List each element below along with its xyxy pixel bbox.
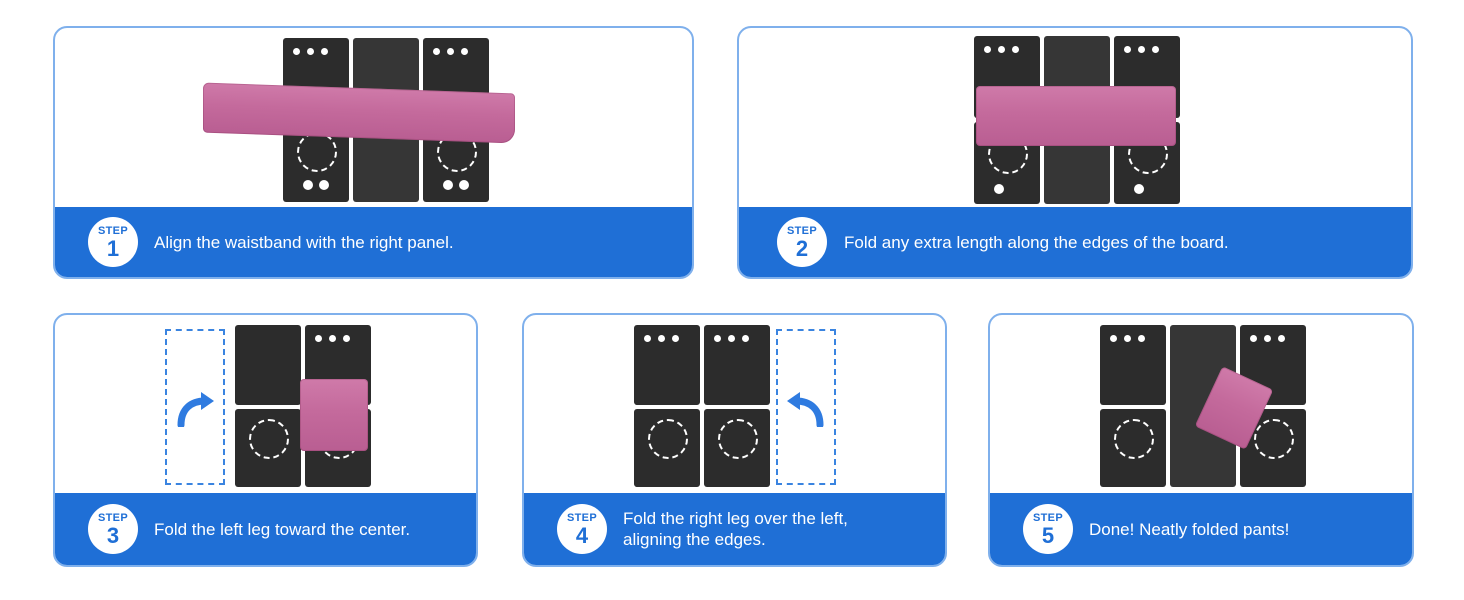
sun-cutout <box>1254 419 1294 459</box>
sun-cutout <box>249 419 289 459</box>
board-panel-left-bottom <box>235 409 301 487</box>
board-hole <box>1264 335 1271 342</box>
board-hole <box>303 180 313 190</box>
folding-board <box>634 325 770 487</box>
step-card-2: STEP 2 Fold any extra length along the e… <box>737 26 1413 279</box>
step-caption-bar: STEP 3 Fold the left leg toward the cent… <box>55 493 476 565</box>
step-2-illustration <box>739 28 1411 211</box>
board-hole <box>433 48 440 55</box>
board-hole <box>644 335 651 342</box>
pants <box>976 86 1176 146</box>
step-caption-bar: STEP 1 Align the waistband with the righ… <box>55 207 692 277</box>
board-hole <box>714 335 721 342</box>
board-hole <box>658 335 665 342</box>
board-hole <box>742 335 749 342</box>
board-panel-left-bottom <box>1100 409 1166 487</box>
board-hole <box>343 335 350 342</box>
sun-cutout <box>718 419 758 459</box>
board-panel-left-bottom <box>634 409 700 487</box>
board-hole <box>321 48 328 55</box>
board-hole <box>1138 46 1145 53</box>
board-hole <box>1250 335 1257 342</box>
step-word: STEP <box>98 225 128 237</box>
board-hole <box>1110 335 1117 342</box>
board-panel-right-bottom <box>1240 409 1306 487</box>
board-hole <box>1278 335 1285 342</box>
step-badge: STEP 2 <box>777 217 827 267</box>
step-card-5: STEP 5 Done! Neatly folded pants! <box>988 313 1414 567</box>
board-hole <box>728 335 735 342</box>
board-hole <box>315 335 322 342</box>
step-instruction: Done! Neatly folded pants! <box>1089 519 1290 539</box>
step-card-3: STEP 3 Fold the left leg toward the cent… <box>53 313 478 567</box>
board-hole <box>447 48 454 55</box>
step-4-illustration <box>524 315 945 497</box>
fold-guide-outline <box>776 329 836 485</box>
board-hole <box>293 48 300 55</box>
board-hole <box>998 46 1005 53</box>
step-word: STEP <box>98 512 128 524</box>
step-card-1: STEP 1 Align the waistband with the righ… <box>53 26 694 279</box>
step-1-illustration <box>55 28 692 211</box>
board-hole <box>1124 46 1131 53</box>
step-number: 2 <box>795 236 809 261</box>
board-hole <box>1012 46 1019 53</box>
board-hole <box>307 48 314 55</box>
step-instruction: Fold the right leg over the left, aligni… <box>623 509 848 549</box>
board-hole <box>1134 184 1144 194</box>
board-hole <box>1152 46 1159 53</box>
board-panel-right-bottom <box>704 409 770 487</box>
step-caption-bar: STEP 5 Done! Neatly folded pants! <box>990 493 1412 565</box>
step-card-4: STEP 4 Fold the right leg over the left,… <box>522 313 947 567</box>
step-number: 1 <box>106 236 120 261</box>
step-badge: STEP 1 <box>88 217 138 267</box>
step-caption-bar: STEP 4 Fold the right leg over the left,… <box>524 493 945 565</box>
curved-arrow-right-icon <box>177 392 214 427</box>
step-word: STEP <box>567 512 597 524</box>
step-word: STEP <box>787 225 817 237</box>
step-5-illustration <box>990 315 1412 497</box>
board-hole <box>672 335 679 342</box>
board-hole <box>984 46 991 53</box>
step-badge: STEP 3 <box>88 504 138 554</box>
board-hole <box>994 184 1004 194</box>
curved-arrow-left-icon <box>787 392 824 427</box>
step-badge: STEP 4 <box>557 504 607 554</box>
board-hole <box>329 335 336 342</box>
fold-guide-outline <box>165 329 225 485</box>
step-instruction: Fold the left leg toward the center. <box>154 519 411 539</box>
board-hole <box>319 180 329 190</box>
pants <box>203 82 515 144</box>
step-badge: STEP 5 <box>1023 504 1073 554</box>
step-instruction: Fold any extra length along the edges of… <box>844 232 1229 252</box>
step-instruction: Align the waistband with the right panel… <box>154 232 454 252</box>
step-3-illustration <box>55 315 476 497</box>
step-number: 4 <box>575 523 589 548</box>
step-number: 3 <box>106 523 120 548</box>
board-panel-left-top <box>235 325 301 405</box>
step-caption-bar: STEP 2 Fold any extra length along the e… <box>739 207 1411 277</box>
sun-cutout <box>297 132 337 172</box>
board-hole <box>1124 335 1131 342</box>
step-number: 5 <box>1041 523 1055 548</box>
pants <box>300 379 368 451</box>
step-word: STEP <box>1033 512 1063 524</box>
board-hole <box>1138 335 1145 342</box>
board-hole <box>443 180 453 190</box>
sun-cutout <box>648 419 688 459</box>
board-hole <box>459 180 469 190</box>
sun-cutout <box>1114 419 1154 459</box>
board-hole <box>461 48 468 55</box>
